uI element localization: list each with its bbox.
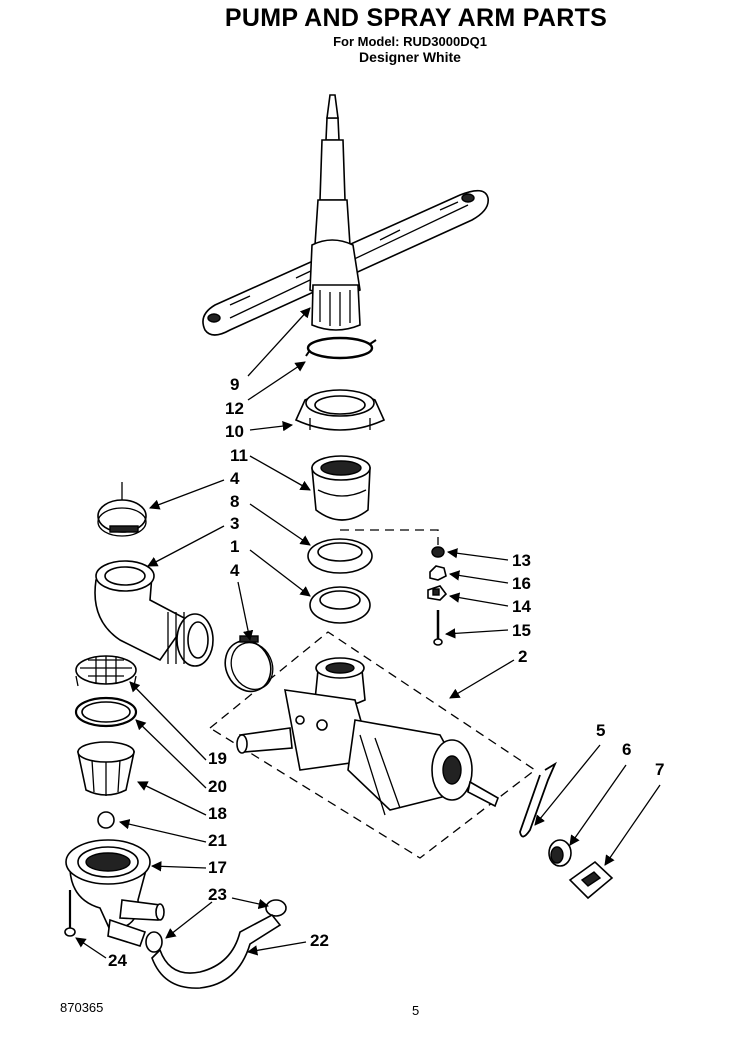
callout-17: 17 (208, 858, 227, 877)
pump-assembly (236, 657, 499, 816)
part-1-seal (309, 586, 371, 624)
callout-18: 18 (208, 804, 227, 823)
callout-6: 6 (622, 740, 631, 759)
callout-24: 24 (108, 951, 127, 970)
part-7-plate (568, 860, 614, 900)
callout-4-upper: 4 (230, 469, 240, 488)
callout-7: 7 (655, 760, 664, 779)
callout-2: 2 (518, 647, 527, 666)
part-12-ring (305, 336, 377, 360)
part-23-clamps (145, 899, 287, 953)
callout-labels: 9 12 10 11 4 8 3 1 4 13 16 14 15 2 5 6 7… (108, 375, 664, 970)
part-20-ring (74, 696, 138, 728)
callout-23: 23 (208, 885, 227, 904)
callout-12: 12 (225, 399, 244, 418)
callout-9: 9 (230, 375, 239, 394)
callout-13: 13 (512, 551, 531, 570)
part-4-clamp-lower (224, 635, 274, 693)
callout-14: 14 (512, 597, 531, 616)
part-21-ball (97, 811, 115, 829)
part-5-clip (519, 761, 557, 838)
callout-4-lower: 4 (230, 561, 240, 580)
small-hardware (427, 546, 448, 646)
callout-5: 5 (596, 721, 605, 740)
callout-16: 16 (512, 574, 531, 593)
model-line: For Model: RUD3000DQ1 (333, 34, 487, 49)
leader-dashed-small-parts (340, 529, 439, 545)
part-22-hose (151, 913, 282, 989)
part-10-nut (294, 389, 386, 431)
callout-10: 10 (225, 422, 244, 441)
page-title: PUMP AND SPRAY ARM PARTS (224, 4, 608, 32)
callout-21: 21 (208, 831, 227, 850)
part-18-cage (77, 741, 135, 796)
part-17-housing (65, 839, 165, 947)
variant-label: Designer White (359, 49, 461, 65)
spray-arm-assembly (202, 94, 489, 336)
part-19-grate (75, 655, 137, 687)
callout-20: 20 (208, 777, 227, 796)
callout-22: 22 (310, 931, 329, 950)
part-8-seal (307, 538, 373, 574)
part-24-screw (64, 890, 76, 937)
callout-8: 8 (230, 492, 239, 511)
leader-lines (75, 307, 661, 959)
page-number: 5 (412, 1003, 420, 1018)
callout-19: 19 (208, 749, 227, 768)
part-3-elbow (94, 560, 214, 667)
part-4-clamp-upper (97, 482, 147, 537)
callout-1: 1 (230, 537, 239, 556)
document-number: 870365 (60, 1000, 104, 1015)
callout-11: 11 (230, 446, 248, 465)
part-6-grommet (548, 839, 572, 867)
part-11-cup (311, 455, 371, 521)
callout-15: 15 (512, 621, 531, 640)
callout-3: 3 (230, 514, 239, 533)
